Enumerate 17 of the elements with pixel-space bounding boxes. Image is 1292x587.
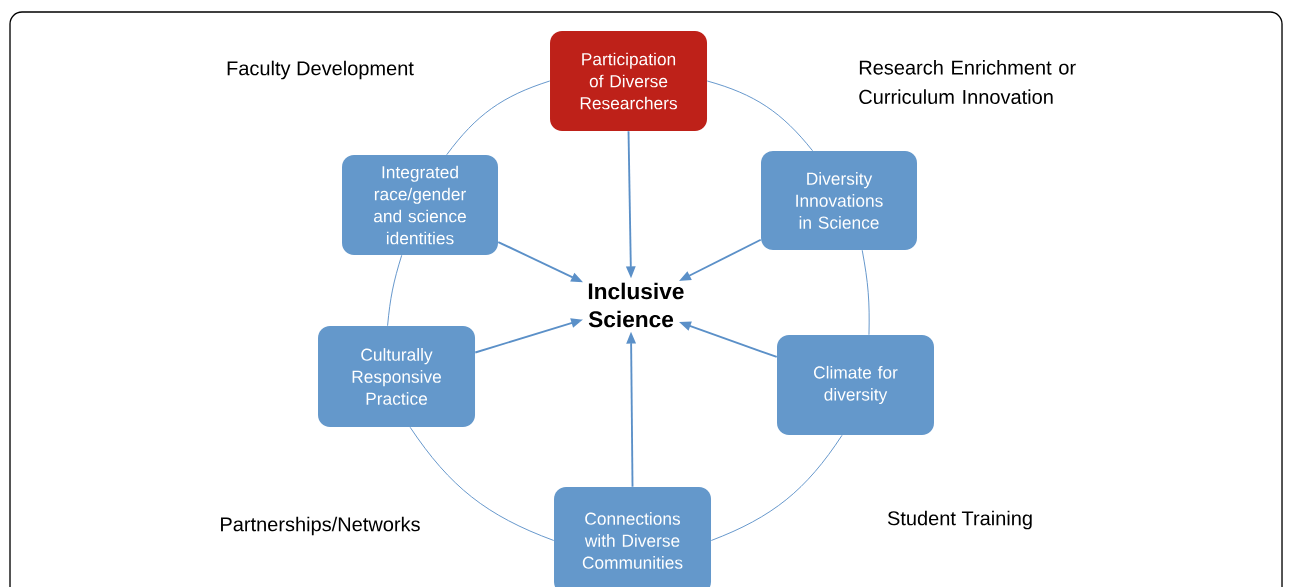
process-box: Integrated race/gender and science identities: [342, 155, 498, 255]
area-label: Research Enrichment or Curriculum Innovation: [859, 60, 1076, 104]
connector-arc: [387, 254, 403, 327]
center-label: Inclusive Science: [588, 282, 684, 328]
process-box: Connections with Diverse Communities: [554, 487, 711, 587]
connector-arc: [710, 434, 843, 541]
connector-arc: [446, 80, 551, 156]
connector-arc: [409, 426, 555, 541]
process-box: Culturally Responsive Practice: [318, 326, 475, 427]
connector-arc: [706, 80, 813, 152]
connector-arc: [861, 249, 870, 336]
area-label: Partnerships/Networks: [221, 516, 420, 536]
highlight-box: Participation of Diverse Researchers: [550, 31, 707, 131]
area-label: Student Training: [887, 510, 1032, 530]
process-box: Climate for diversity: [777, 335, 934, 435]
area-label: Faculty Development: [227, 60, 414, 80]
process-box: Diversity Innovations in Science: [761, 151, 917, 250]
